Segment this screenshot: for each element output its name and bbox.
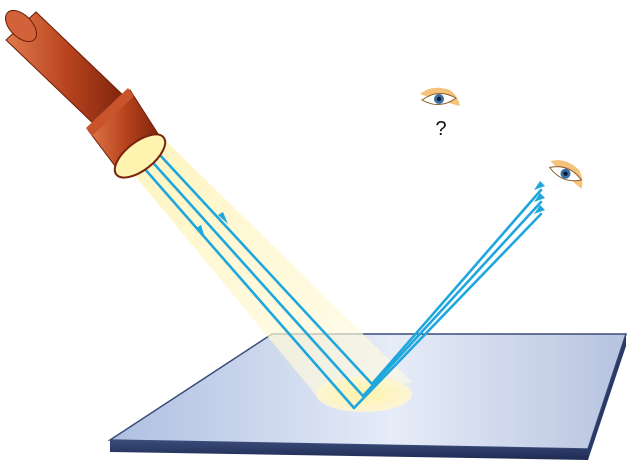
- reflected-arrows: [534, 181, 545, 214]
- flashlight-icon: [4, 9, 167, 179]
- question-mark-label: ?: [435, 118, 447, 140]
- eye-icon: [420, 87, 460, 106]
- reflected-rays: [352, 188, 543, 410]
- incident-arrows: [196, 212, 228, 238]
- light-beam: [122, 135, 412, 400]
- incident-rays: [128, 138, 374, 410]
- eye-icon: [548, 160, 583, 189]
